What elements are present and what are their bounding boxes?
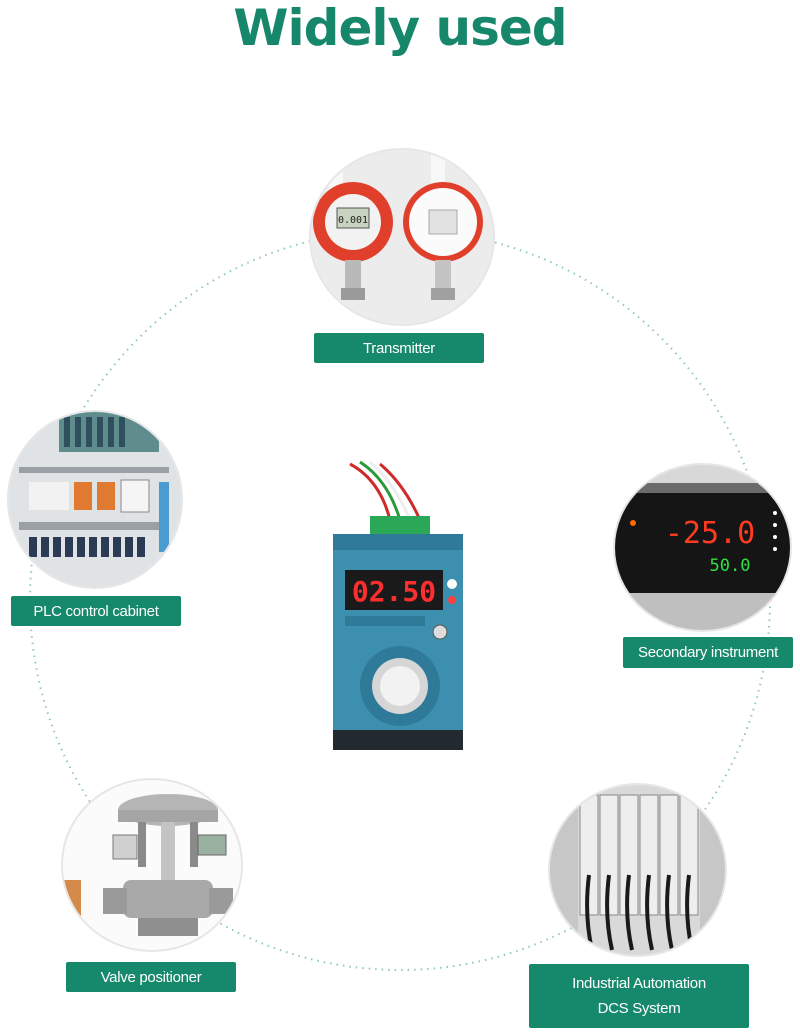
dcs-label-line1: Industrial Automation (572, 975, 706, 992)
secondary-readout-main: -25.0 (665, 516, 755, 551)
dcs-label-line2: DCS System (597, 1000, 681, 1017)
plc-control-cabinet-label: PLC control cabinet (11, 596, 181, 626)
plc-control-cabinet-image (9, 412, 181, 587)
device-display: 02.50 (352, 575, 436, 608)
valve-positioner-label: Valve positioner (66, 962, 236, 992)
secondary-readout-sub: 50.0 (710, 556, 751, 576)
transmitter-label: Transmitter (314, 333, 484, 363)
secondary-instrument-label: Secondary instrument (623, 637, 793, 668)
dcs-system-image (550, 785, 725, 955)
valve-positioner-image (63, 780, 241, 950)
transmitter-readout: 0.001 (338, 215, 368, 226)
signal-generator-device: 02.50 (330, 460, 465, 752)
page-title: Widely used (233, 0, 567, 57)
transmitter-image: 0.001 (311, 150, 493, 324)
secondary-instrument-image: -25.0 50.0 (615, 465, 790, 630)
dcs-system-label: Industrial Automation DCS System (529, 964, 749, 1028)
